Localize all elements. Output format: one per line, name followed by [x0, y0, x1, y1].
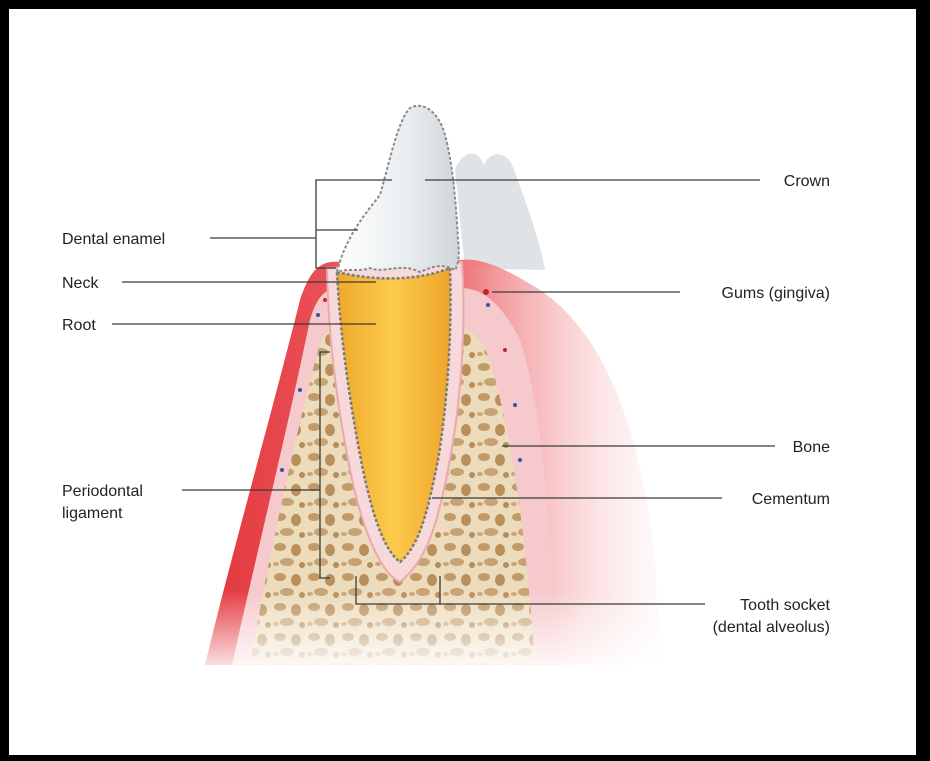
tooth-crown [337, 106, 459, 272]
label-crown: Crown [784, 173, 830, 190]
label-tooth-socket-line1: Tooth socket [740, 597, 830, 614]
label-root: Root [62, 317, 96, 334]
label-neck: Neck [62, 275, 99, 292]
back-teeth [455, 154, 545, 270]
label-cementum: Cementum [752, 491, 830, 508]
label-tooth-socket-line2: (dental alveolus) [713, 619, 830, 636]
label-periodontal-line1: Periodontal [62, 483, 143, 500]
label-periodontal-line2: ligament [62, 505, 123, 522]
label-bone: Bone [793, 439, 830, 456]
label-dental-enamel: Dental enamel [62, 231, 165, 248]
label-gums: Gums (gingiva) [722, 285, 830, 302]
